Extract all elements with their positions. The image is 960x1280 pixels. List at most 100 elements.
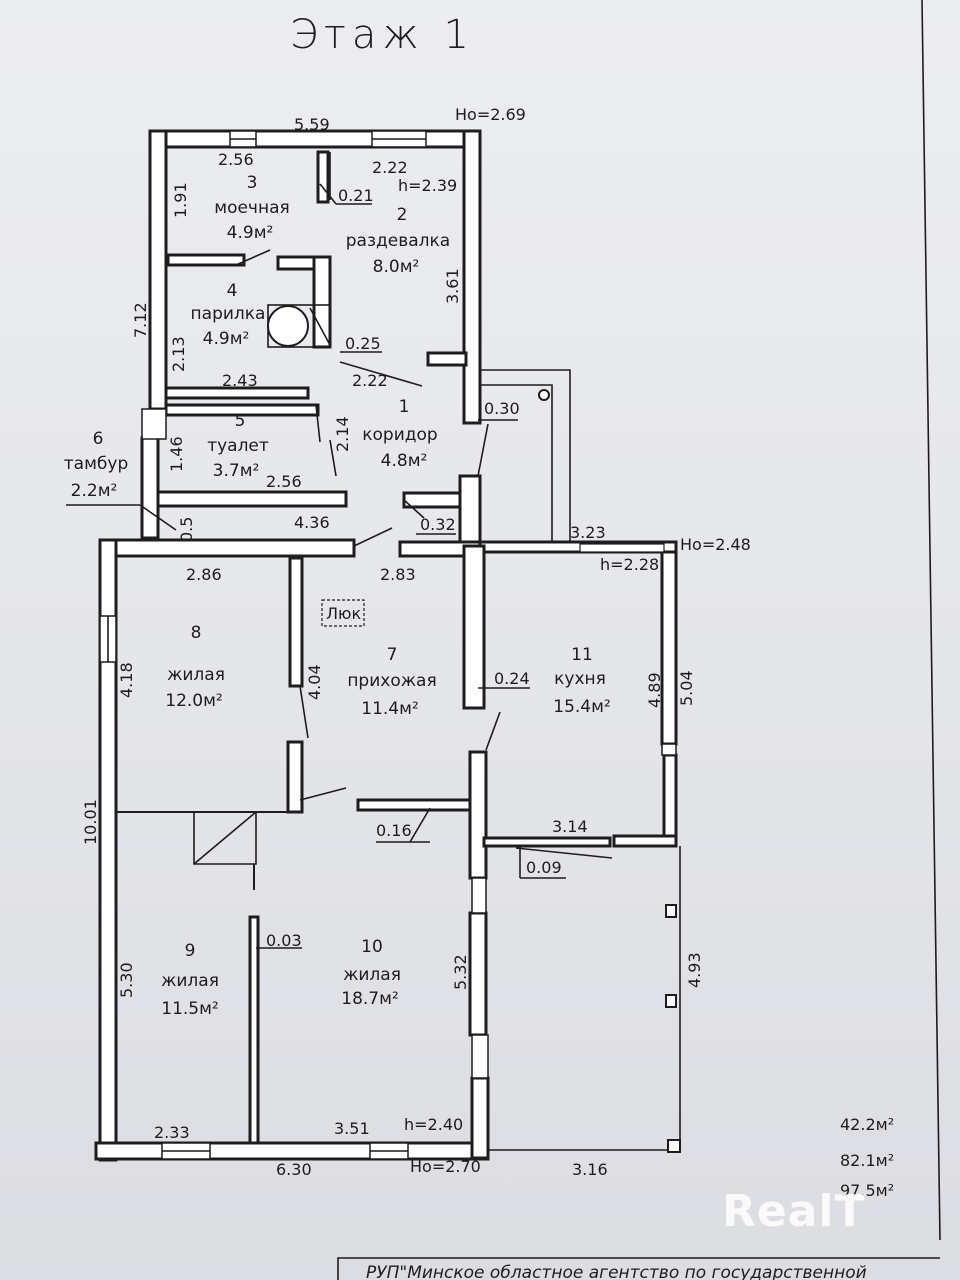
area-totals: 42.2м² 82.1м² 97.5м² [840,1115,894,1200]
room-6: 6 тамбур 2.2м² [64,429,128,501]
door-swings [66,152,613,949]
total-3: 97.5м² [840,1181,894,1200]
wall-corridor-stub [426,351,468,367]
svg-text:коридор: коридор [362,425,437,445]
svg-text:1: 1 [399,397,410,417]
dim-222a: 2.22 [372,158,408,177]
total-1: 42.2м² [840,1115,894,1134]
dim-256a: 2.56 [218,150,254,169]
dim-504: 5.04 [677,670,696,706]
walls-main-house [94,538,678,1162]
wall-wash-divider [316,150,330,204]
dim-021: 0.21 [338,186,374,205]
svg-text:9: 9 [185,941,196,961]
svg-text:15.4м²: 15.4м² [553,697,611,717]
wall-corridor-right-lower [458,474,482,548]
stairs-and-partitions [116,811,290,890]
dim-283: 2.83 [380,565,416,584]
room-5: 5 туалет 3.7м² [207,411,269,481]
wall-kitchen-bottom-right [612,834,678,848]
wall-right-upper [462,129,482,425]
dim-256b: 2.56 [266,472,302,491]
room-2: 2 раздевалка 8.0м² [346,205,450,277]
svg-text:8: 8 [191,623,202,643]
wall-room8-right-lower [286,740,304,814]
svg-text:тамбур: тамбур [64,454,128,474]
dim-030: 0.30 [484,399,520,418]
dim-286: 2.86 [186,565,222,584]
svg-text:4.8м²: 4.8м² [381,451,428,471]
dim-05: 0.5 [177,517,196,542]
dim-314: 3.14 [552,817,588,836]
dim-493: 4.93 [685,952,704,988]
wall-kitchen-left-lower [468,750,488,880]
svg-text:8.0м²: 8.0м² [373,257,420,277]
svg-text:3: 3 [247,173,258,193]
plan-title: Этаж 1 [290,12,475,58]
room-3: 3 моечная 4.9м² [214,173,290,243]
wall-room9-10 [248,915,260,1145]
svg-text:5: 5 [235,411,246,431]
wall-hall-bottom [356,798,472,812]
dim-316: 3.16 [572,1160,608,1179]
svg-text:2: 2 [397,205,408,225]
wall-main-top-left [98,538,356,558]
hatch-box [321,599,365,627]
room-9: 9 жилая 11.5м² [161,941,219,1019]
dimensions: 5.59 2.56 2.22 h=2.39 1.91 0.21 3.61 7.1… [81,115,704,1179]
svg-text:туалет: туалет [207,436,269,456]
svg-text:жилая: жилая [161,971,219,991]
wall-kitchen-right-upper [660,550,678,746]
wall-toilet-bottom [156,490,348,508]
dim-h240: h=2.40 [404,1115,463,1134]
sheet-edge-line [921,0,941,1241]
dim-h228: h=2.28 [600,555,659,574]
svg-text:7: 7 [387,645,398,665]
dim-016: 0.16 [376,821,412,840]
dim-436: 4.36 [294,513,330,532]
dim-009: 0.09 [526,858,562,877]
svg-text:моечная: моечная [214,198,290,218]
svg-text:жилая: жилая [167,665,225,685]
height-top: Ho=2.69 [455,105,526,124]
dim-530: 5.30 [117,962,136,998]
footer-agency: РУП"Минское областное агентство по госуд… [366,1263,867,1280]
wall-steam-bottom [164,386,310,400]
wall-hall-right [462,544,486,710]
dim-630: 6.30 [276,1160,312,1179]
stove-symbol [267,304,331,348]
footer-frame [337,1257,940,1280]
svg-text:18.7м²: 18.7м² [341,989,399,1009]
height-kitchen-ext: Ho=2.48 [680,535,751,554]
dim-1001: 10.01 [81,799,100,845]
room-10: 10 жилая 18.7м² [341,937,401,1009]
watermark-logo: RealT [722,1186,866,1237]
svg-text:4: 4 [227,281,238,301]
dim-351: 3.51 [334,1119,370,1138]
svg-text:4.9м²: 4.9м² [203,329,250,349]
svg-text:3.7м²: 3.7м² [213,461,260,481]
svg-text:прихожая: прихожая [347,671,436,691]
dim-025: 0.25 [345,334,381,353]
dim-h239: h=2.39 [398,176,457,195]
dim-214: 2.14 [333,416,352,452]
svg-text:11: 11 [571,645,593,665]
dim-003: 0.03 [266,931,302,950]
wall-wash-bottom [166,253,246,267]
svg-text:10: 10 [361,937,383,957]
room-labels: 3 моечная 4.9м² 2 раздевалка 8.0м² 4 пар… [64,173,611,1019]
height-bottom: Ho=2.70 [410,1157,481,1176]
dim-532: 5.32 [451,954,470,990]
dim-418: 4.18 [117,662,136,698]
dim-489: 4.89 [645,672,664,708]
terrace-outline [488,846,681,1153]
wall-main-right-bottom [470,1076,490,1160]
dim-222b: 2.22 [352,371,388,390]
chimney-outline [480,369,571,546]
dim-243: 2.43 [222,371,258,390]
wall-room10-right [468,911,488,1037]
svg-text:раздевалка: раздевалка [346,231,450,251]
dim-024: 0.24 [494,669,530,688]
dim-191: 1.91 [171,182,190,218]
